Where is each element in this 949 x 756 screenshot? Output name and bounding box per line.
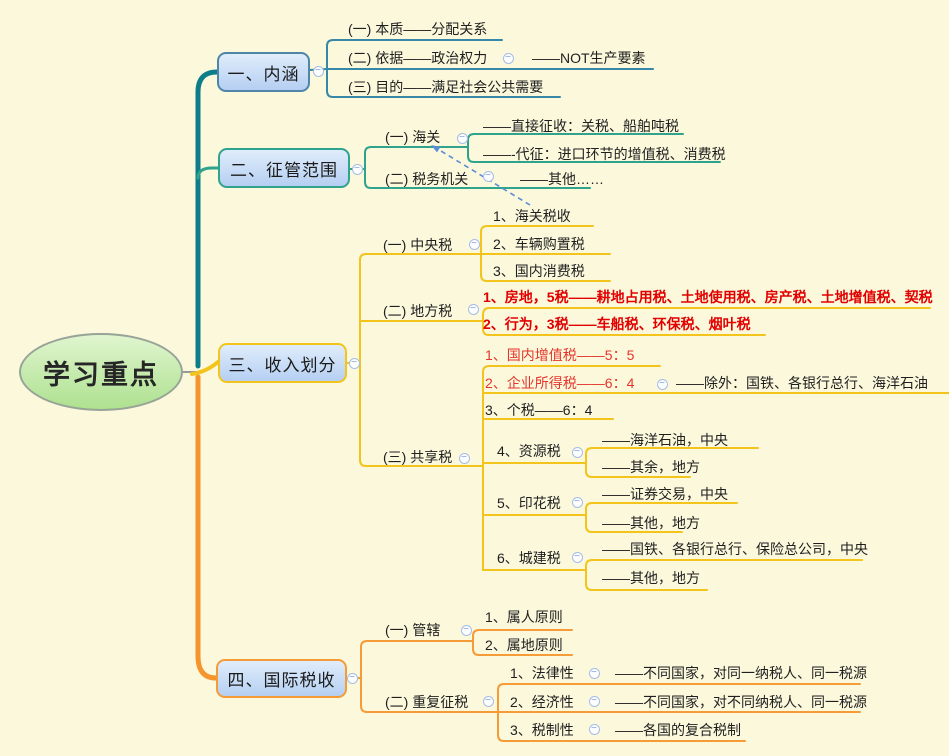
- map-node-210[interactable]: 1、房地，5税——耕地占用税、土地使用税、房产税、土地增值税、契税: [483, 289, 933, 305]
- collapse-minus-icon[interactable]: −: [482, 170, 494, 182]
- collapse-minus-icon[interactable]: −: [588, 695, 600, 707]
- collapse-minus-icon[interactable]: −: [456, 132, 468, 144]
- map-node-2241[interactable]: ——其他，地方: [602, 515, 700, 531]
- map-node-010[interactable]: ——NOT生产要素: [532, 50, 646, 66]
- map-node-310[interactable]: 1、法律性: [510, 665, 574, 681]
- map-node-2230[interactable]: ——海洋石油，中央: [602, 432, 728, 448]
- map-node-21[interactable]: (二) 地方税: [383, 303, 453, 319]
- map-node-312[interactable]: 3、税制性: [510, 722, 574, 738]
- map-node-2210[interactable]: ——除外：国铁、各银行总行、海洋石油: [676, 375, 928, 391]
- collapse-minus-icon[interactable]: −: [351, 163, 363, 175]
- map-node-100[interactable]: ——直接征收：关税、船舶吨税: [483, 118, 679, 134]
- collapse-minus-icon[interactable]: −: [346, 672, 358, 684]
- branch3-lines: [346, 225, 949, 591]
- map-node-3100[interactable]: ——不同国家，对同一纳税人、同一税源: [615, 665, 867, 681]
- branch-box-revenue-division[interactable]: 三、收入划分: [218, 343, 347, 383]
- collapse-minus-icon[interactable]: −: [588, 723, 600, 735]
- map-node-224[interactable]: 5、印花税: [497, 495, 561, 511]
- collapse-minus-icon[interactable]: −: [571, 446, 583, 458]
- collapse-minus-icon[interactable]: −: [468, 238, 480, 250]
- branch-box-connotation[interactable]: 一、内涵: [217, 52, 310, 92]
- collapse-minus-icon[interactable]: −: [656, 378, 668, 390]
- collapse-minus-icon[interactable]: −: [348, 357, 360, 369]
- map-node-222[interactable]: 3、个税——6：4: [485, 402, 593, 418]
- map-node-101[interactable]: ——-代征：进口环节的增值税、消费税: [483, 146, 726, 162]
- collapse-minus-icon[interactable]: −: [482, 695, 494, 707]
- map-node-20[interactable]: (一) 中央税: [383, 237, 453, 253]
- map-node-220[interactable]: 1、国内增值税——5：5: [485, 347, 635, 363]
- map-node-3110[interactable]: ——不同国家，对不同纳税人、同一税源: [615, 694, 867, 710]
- branch-box-collection-scope[interactable]: 二、征管范围: [218, 148, 350, 188]
- map-node-10[interactable]: (一) 海关: [385, 129, 441, 145]
- map-node-110[interactable]: ——其他……: [520, 171, 604, 187]
- map-node-200[interactable]: 1、海关税收: [493, 208, 571, 224]
- map-node-00[interactable]: (一) 本质——分配关系: [348, 21, 488, 37]
- trunk-lines: [182, 69, 220, 681]
- map-node-211[interactable]: 2、行为，3税——车船税、环保税、烟叶税: [483, 316, 751, 332]
- branch-box-international-tax[interactable]: 四、国际税收: [216, 659, 347, 698]
- collapse-minus-icon[interactable]: −: [458, 452, 470, 464]
- collapse-minus-icon[interactable]: −: [588, 667, 600, 679]
- collapse-minus-icon[interactable]: −: [467, 303, 479, 315]
- map-node-311[interactable]: 2、经济性: [510, 694, 574, 710]
- collapse-minus-icon[interactable]: −: [460, 624, 472, 636]
- map-node-221[interactable]: 2、企业所得税——6：4: [485, 375, 635, 391]
- map-node-201[interactable]: 2、车辆购置税: [493, 236, 585, 252]
- map-node-31[interactable]: (二) 重复征税: [385, 694, 469, 710]
- map-node-02[interactable]: (三) 目的——满足社会公共需要: [348, 79, 544, 95]
- map-node-01[interactable]: (二) 依据——政治权力: [348, 50, 488, 66]
- central-topic[interactable]: 学习重点: [19, 333, 183, 411]
- map-node-2231[interactable]: ——其余，地方: [602, 459, 700, 475]
- collapse-minus-icon[interactable]: −: [571, 551, 583, 563]
- map-node-11[interactable]: (二) 税务机关: [385, 171, 469, 187]
- map-node-2251[interactable]: ——其他，地方: [602, 570, 700, 586]
- map-node-2250[interactable]: ——国铁、各银行总行、保险总公司，中央: [602, 541, 868, 557]
- map-node-3120[interactable]: ——各国的复合税制: [615, 722, 741, 738]
- map-node-22[interactable]: (三) 共享税: [383, 449, 453, 465]
- map-node-202[interactable]: 3、国内消费税: [493, 263, 585, 279]
- map-node-30[interactable]: (一) 管辖: [385, 622, 441, 638]
- collapse-minus-icon[interactable]: −: [312, 65, 324, 77]
- map-node-301[interactable]: 2、属地原则: [485, 637, 563, 653]
- map-node-225[interactable]: 6、城建税: [497, 550, 561, 566]
- branch4-lines: [346, 629, 861, 742]
- map-node-223[interactable]: 4、资源税: [497, 443, 561, 459]
- collapse-minus-icon[interactable]: −: [571, 496, 583, 508]
- map-node-300[interactable]: 1、属人原则: [485, 609, 563, 625]
- map-node-2240[interactable]: ——证券交易，中央: [602, 486, 728, 502]
- collapse-minus-icon[interactable]: −: [502, 52, 514, 64]
